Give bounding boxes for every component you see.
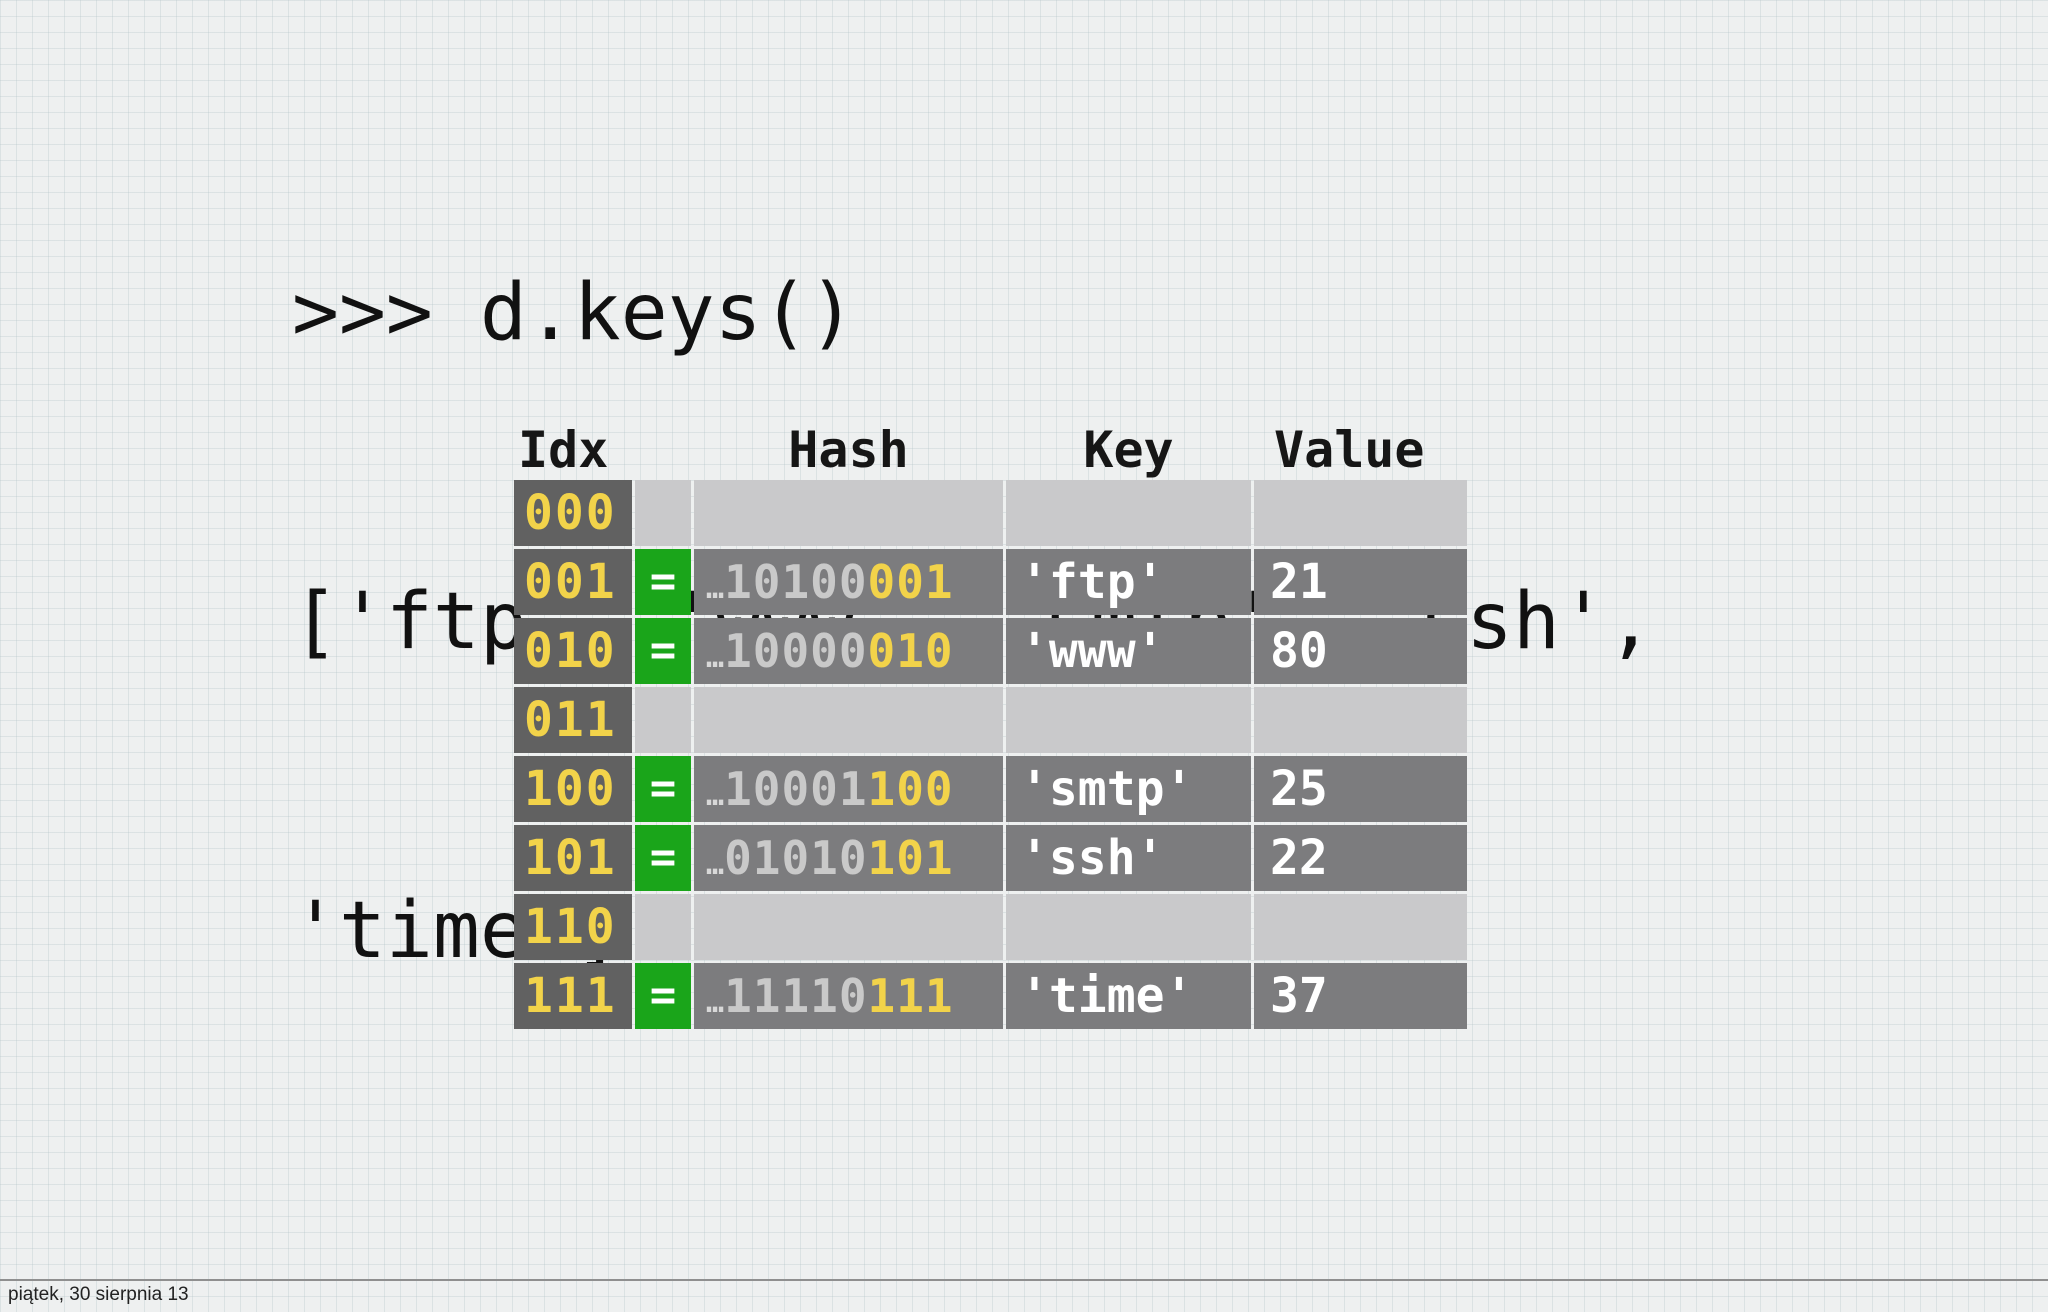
footer-date: piątek, 30 sierpnia 13 [8, 1284, 189, 1305]
cell-key [1006, 480, 1251, 546]
hash-low-bits: 111 [867, 969, 954, 1023]
cell-idx: 110 [514, 894, 632, 960]
match-marker: = [635, 549, 691, 615]
cell-key: 'www' [1006, 618, 1251, 684]
cell-hash: …10100001 [694, 549, 1003, 615]
table-row: 011 [514, 687, 1467, 753]
match-marker: = [635, 618, 691, 684]
cell-idx: 101 [514, 825, 632, 891]
table-row: 001=…10100001'ftp'21 [514, 549, 1467, 615]
cell-key [1006, 687, 1251, 753]
cell-value [1254, 480, 1467, 546]
hash-ellipsis: … [706, 640, 725, 675]
hash-ellipsis: … [706, 847, 725, 882]
table-row: 010=…10000010'www'80 [514, 618, 1467, 684]
hash-ellipsis: … [706, 778, 725, 813]
cell-value: 37 [1254, 963, 1467, 1029]
hash-low-bits: 100 [867, 762, 954, 816]
table-row: 110 [514, 894, 1467, 960]
hash-low-bits: 001 [867, 555, 954, 609]
cell-idx: 010 [514, 618, 632, 684]
header-idx: Idx [518, 421, 609, 479]
hash-high-bits: 11110 [724, 969, 868, 1023]
cell-value [1254, 894, 1467, 960]
cell-idx: 000 [514, 480, 632, 546]
table-row: 111=…11110111'time'37 [514, 963, 1467, 1029]
cell-idx: 111 [514, 963, 632, 1029]
table-row: 100=…10001100'smtp'25 [514, 756, 1467, 822]
cell-value: 22 [1254, 825, 1467, 891]
header-key: Key [1083, 421, 1174, 479]
hash-ellipsis: … [706, 571, 725, 606]
cell-value [1254, 687, 1467, 753]
table-row: 000 [514, 480, 1467, 546]
table-row: 101=…01010101'ssh'22 [514, 825, 1467, 891]
cell-hash: …01010101 [694, 825, 1003, 891]
match-marker: = [635, 756, 691, 822]
hash-low-bits: 101 [867, 831, 954, 885]
match-marker: = [635, 963, 691, 1029]
header-hash: Hash [788, 421, 909, 479]
hash-high-bits: 10100 [724, 555, 868, 609]
hash-high-bits: 01010 [724, 831, 868, 885]
cell-value: 21 [1254, 549, 1467, 615]
hash-high-bits: 10000 [724, 624, 868, 678]
table-headers: Idx Hash Key Value [0, 420, 2048, 490]
cell-idx: 001 [514, 549, 632, 615]
hash-high-bits: 10001 [724, 762, 868, 816]
hash-ellipsis: … [706, 985, 725, 1020]
match-marker: = [635, 825, 691, 891]
cell-hash: …10001100 [694, 756, 1003, 822]
cell-empty-marker [635, 687, 691, 753]
hash-low-bits: 010 [867, 624, 954, 678]
cell-hash [694, 480, 1003, 546]
cell-key: 'time' [1006, 963, 1251, 1029]
cell-idx: 011 [514, 687, 632, 753]
cell-hash: …10000010 [694, 618, 1003, 684]
cell-key: 'smtp' [1006, 756, 1251, 822]
cell-value: 80 [1254, 618, 1467, 684]
header-value: Value [1274, 421, 1425, 479]
cell-key [1006, 894, 1251, 960]
cell-hash [694, 894, 1003, 960]
cell-hash: …11110111 [694, 963, 1003, 1029]
footer-divider [0, 1279, 2048, 1281]
cell-key: 'ftp' [1006, 549, 1251, 615]
cell-hash [694, 687, 1003, 753]
cell-key: 'ssh' [1006, 825, 1251, 891]
cell-value: 25 [1254, 756, 1467, 822]
code-line-prompt: >>> d.keys() [292, 268, 856, 358]
cell-idx: 100 [514, 756, 632, 822]
cell-empty-marker [635, 894, 691, 960]
cell-empty-marker [635, 480, 691, 546]
